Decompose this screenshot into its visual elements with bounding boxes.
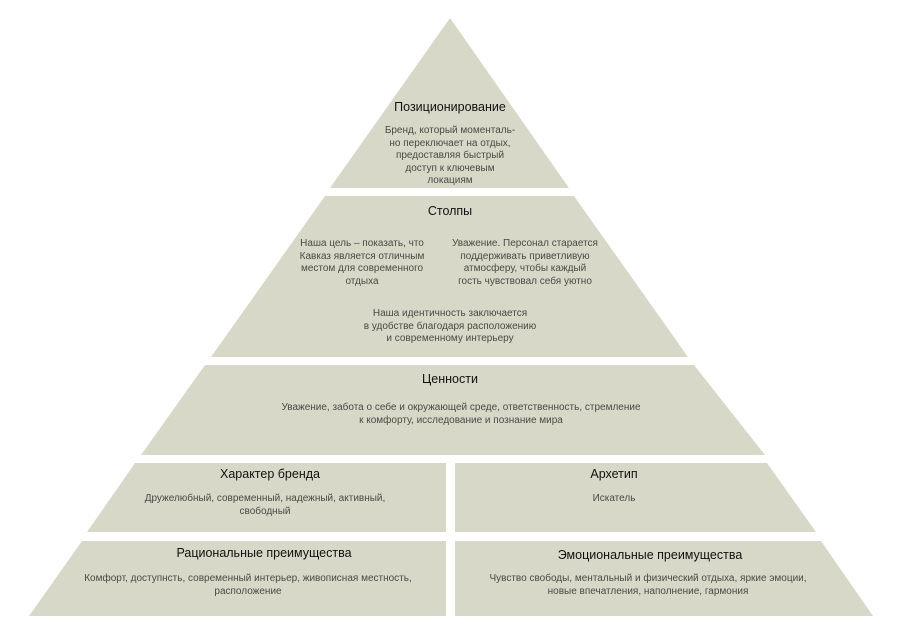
rational-benefits-text: Комфорт, доступнсть, современный интерье… (84, 573, 412, 597)
positioning-text: Бренд, который моменталь-но переключает … (384, 125, 516, 186)
brand-character-title: Характер бренда (220, 467, 320, 481)
emotional-benefits-text: Чувство свободы, ментальный и физический… (489, 573, 807, 597)
archetype-text: Искатель (592, 493, 636, 504)
tier-pillars (211, 196, 688, 357)
brand-character-text: Дружелюбный, современный, надежный, акти… (144, 493, 386, 517)
values-text: Уважение, забота о себе и окружающей сре… (281, 402, 641, 426)
tier-archetype (455, 463, 816, 532)
positioning-title: Позиционирование (394, 100, 506, 114)
tier-positioning (330, 18, 569, 188)
tier-rational-benefits (29, 541, 446, 616)
tier-emotional-benefits (455, 541, 873, 616)
emotional-benefits-title: Эмоциональные преимущества (557, 548, 743, 562)
rational-benefits-title: Рациональные преимущества (176, 546, 352, 560)
values-title: Ценности (422, 372, 478, 386)
archetype-title: Архетип (590, 467, 638, 481)
tier-values (141, 365, 765, 455)
tier-brand-character (87, 463, 446, 532)
pillars-title: Столпы (427, 204, 473, 218)
